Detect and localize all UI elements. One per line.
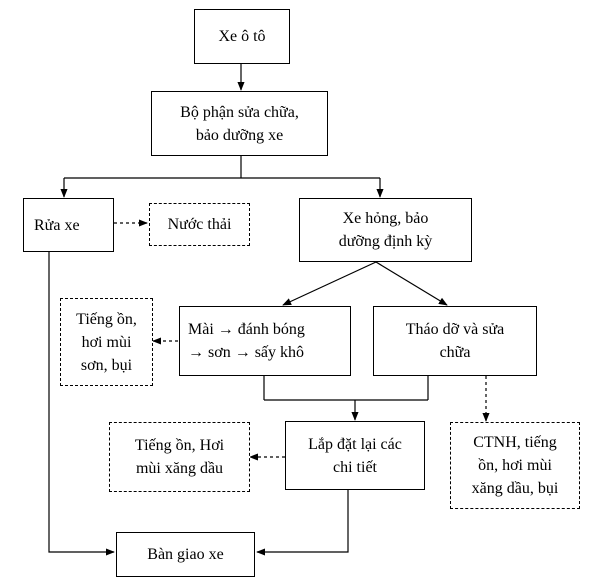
node-hazardous-waste: CTNH, tiếng ồn, hơi mùi xăng dầu, bụi	[450, 422, 580, 509]
node-noise-paint: Tiếng ồn, hơi mùi sơn, bụi	[60, 298, 153, 386]
node-car: Xe ô tô	[194, 9, 290, 64]
node-reassemble: Lắp đặt lại các chi tiết	[285, 421, 425, 490]
arrow-broken-to-paint	[282, 261, 377, 306]
node-handover: Bàn giao xe	[116, 532, 255, 577]
node-broken-maintenance: Xe hỏng, bảo dưỡng định kỳ	[299, 198, 472, 262]
node-noise-fuel: Tiếng ồn, Hơi mùi xăng dầu	[109, 422, 250, 492]
arrow-reassemble-to-handover	[256, 490, 349, 556]
arrow-broken-to-disassemble	[375, 261, 448, 306]
node-disassemble-repair: Tháo dỡ và sửa chữa	[373, 306, 537, 376]
node-wash: Rửa xe	[23, 198, 114, 252]
arrow-wash-to-handover	[48, 252, 115, 556]
node-paint-process: Mài → đánh bóng → sơn → sấy khô	[179, 306, 351, 376]
node-repair-dept: Bộ phận sửa chữa, bảo dưỡng xe	[151, 91, 328, 156]
node-waste-water: Nước thải	[149, 203, 250, 246]
